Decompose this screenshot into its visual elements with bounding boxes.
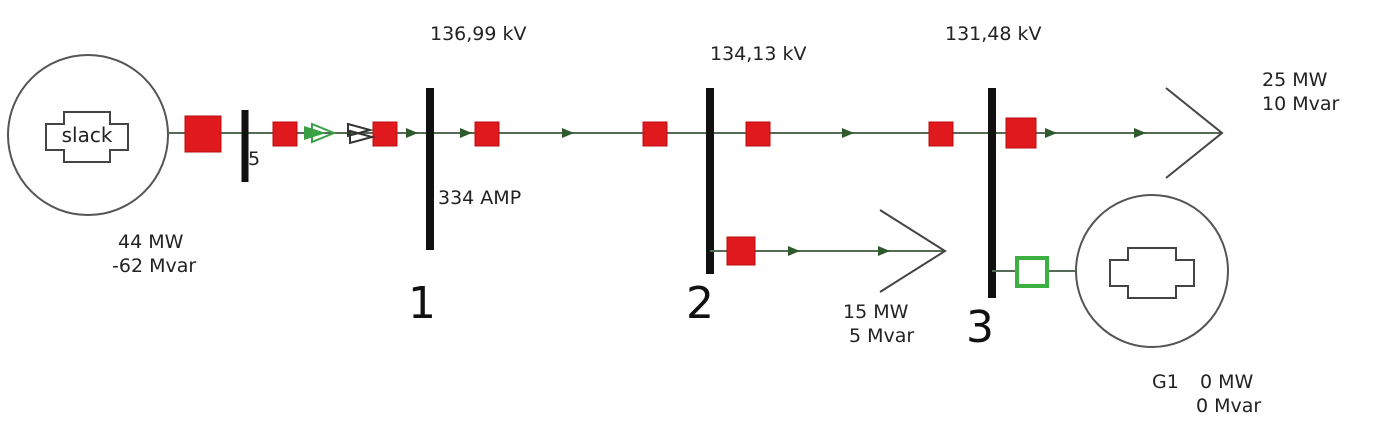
bus-2-number: 2 xyxy=(686,278,714,329)
breaker-bus1-out[interactable] xyxy=(474,121,500,147)
load-2-mvar: 5 Mvar xyxy=(849,325,914,347)
generator-name: G1 xyxy=(1152,371,1179,393)
breaker-load3[interactable] xyxy=(1005,117,1037,149)
flow-arrow-icon xyxy=(460,128,472,138)
flow-arrow-icon xyxy=(1134,128,1146,138)
generator-mvar: 0 Mvar xyxy=(1196,395,1261,417)
breaker-line-b[interactable] xyxy=(372,121,398,147)
load-3-arrow-icon[interactable] xyxy=(1165,87,1224,179)
flow-arrow-icon xyxy=(562,128,574,138)
generator-mw: 0 MW xyxy=(1200,371,1254,393)
flow-arrow-icon xyxy=(878,246,890,256)
flow-arrow-icon xyxy=(406,128,418,138)
flow-arrow-icon xyxy=(788,246,800,256)
slack-generator-icon xyxy=(45,111,129,163)
load-3-mvar: 10 Mvar xyxy=(1262,93,1339,115)
generator-g1-icon xyxy=(1109,247,1195,299)
flow-arrow-icon xyxy=(311,122,337,144)
slack-mw: 44 MW xyxy=(118,231,184,253)
breaker-bus3-in[interactable] xyxy=(928,121,954,147)
load-2-mw: 15 MW xyxy=(843,301,909,323)
breaker-load2[interactable] xyxy=(726,236,756,266)
line-current-label: 334 AMP xyxy=(438,187,521,209)
breaker-generator-open[interactable] xyxy=(1015,256,1049,288)
bus-3-number: 3 xyxy=(966,302,994,353)
flow-arrow-icon xyxy=(842,128,854,138)
bus-1-number: 1 xyxy=(408,278,436,329)
flow-arrow-icon xyxy=(349,129,376,145)
flow-arrows xyxy=(304,122,1146,145)
breaker-slack[interactable] xyxy=(184,115,222,153)
generator-g1[interactable] xyxy=(1075,194,1229,348)
bus-3-voltage: 131,48 kV xyxy=(945,23,1042,45)
slack-label: slack xyxy=(62,123,113,147)
bus-2-voltage: 134,13 kV xyxy=(710,43,807,65)
breaker-line-a[interactable] xyxy=(272,121,298,147)
flow-arrow-icon xyxy=(304,126,326,140)
breaker-bus2-in[interactable] xyxy=(642,121,668,147)
load-3-mw: 25 MW xyxy=(1262,69,1328,91)
flow-arrow-icon xyxy=(1045,128,1057,138)
bus-1-voltage: 136,99 kV xyxy=(430,23,527,45)
breaker-bus2-out[interactable] xyxy=(745,121,771,147)
slack-mvar: -62 Mvar xyxy=(112,255,196,277)
slack-generator[interactable]: slack xyxy=(7,54,169,216)
load-2-arrow-icon[interactable] xyxy=(879,209,947,293)
bus-small-label: 5 xyxy=(248,148,260,170)
